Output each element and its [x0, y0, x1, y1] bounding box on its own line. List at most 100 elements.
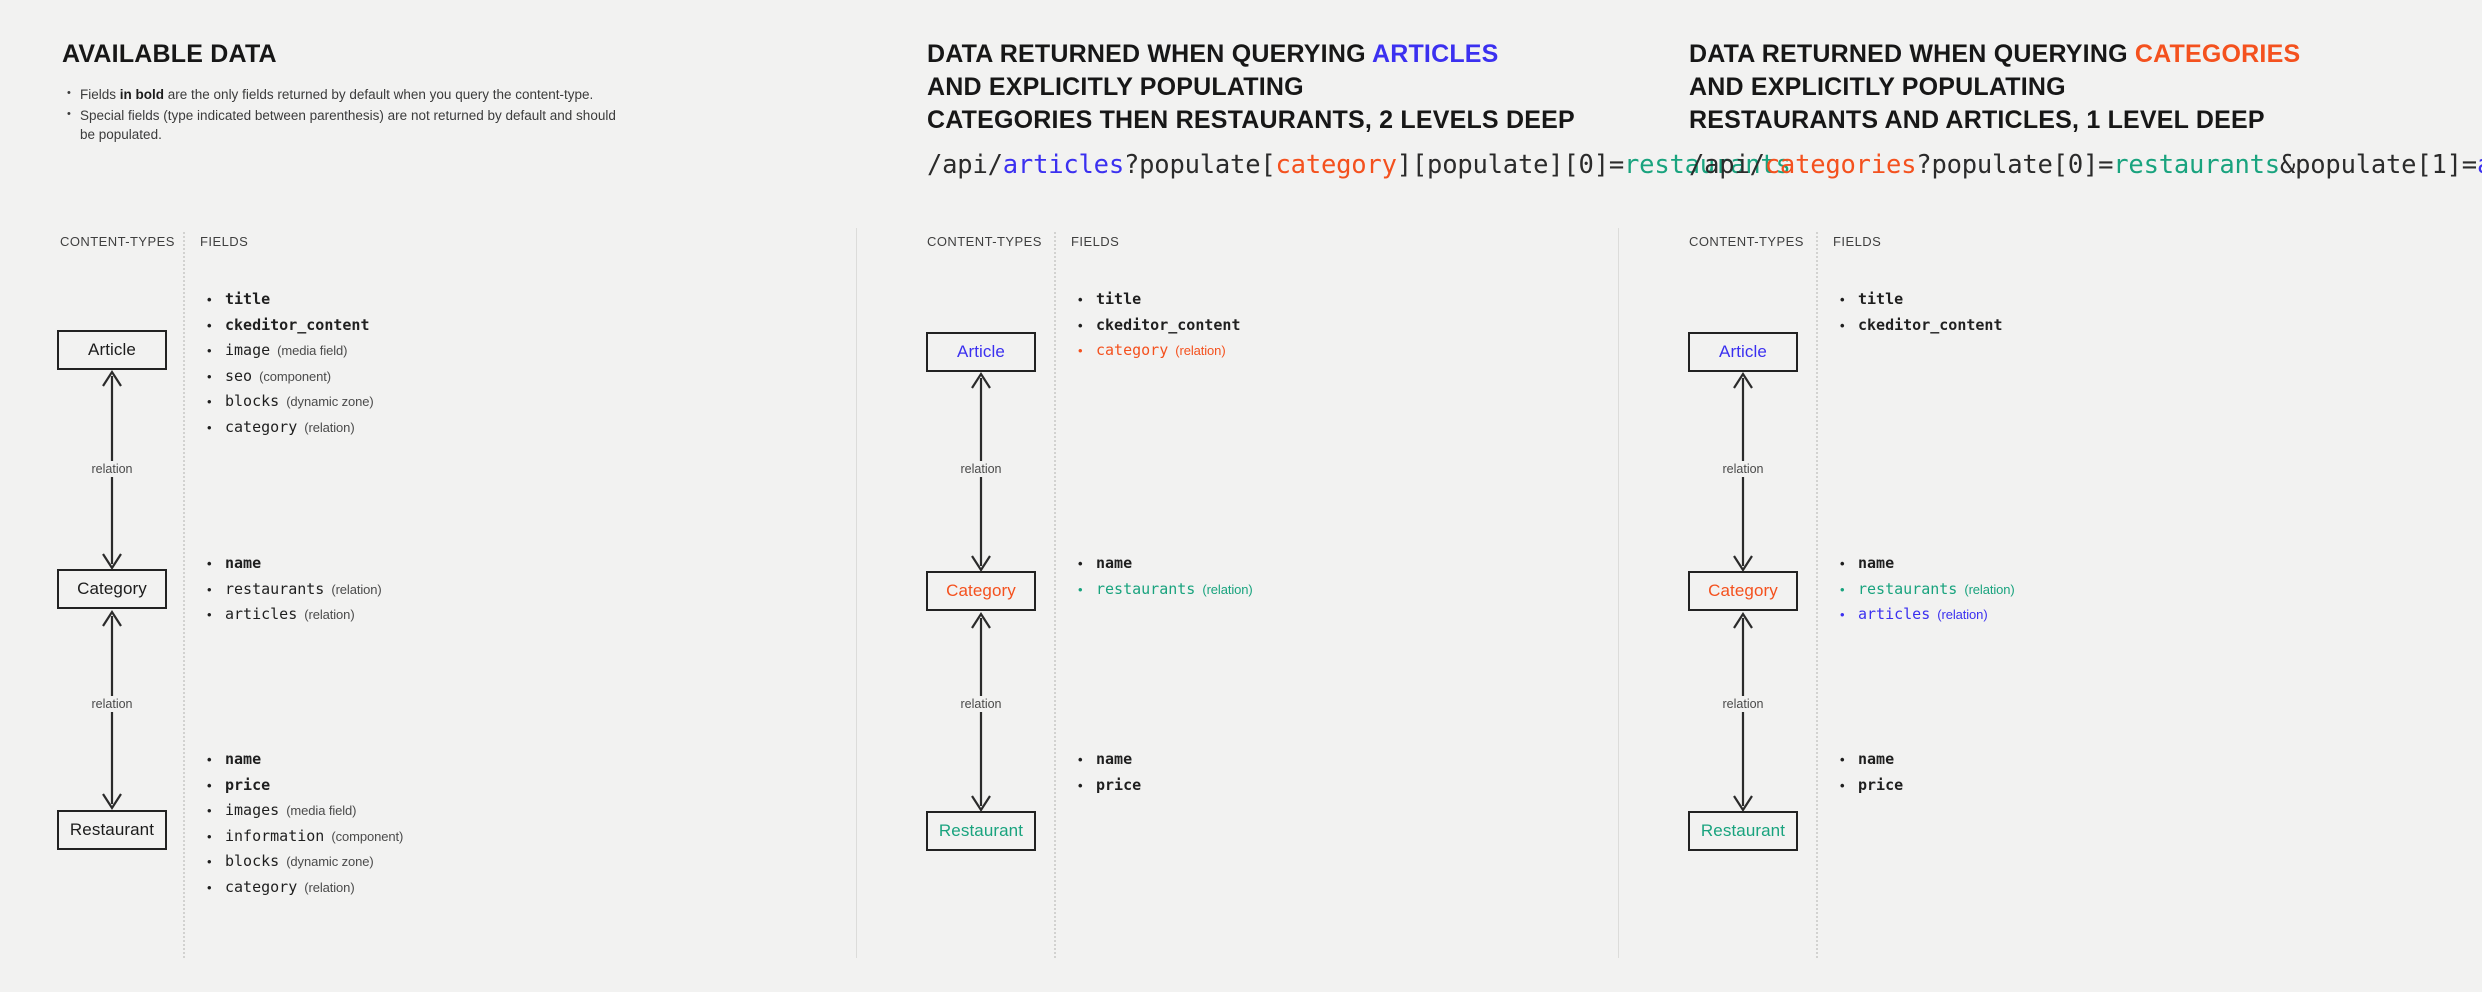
- panel-1-notes: Fields in bold are the only fields retur…: [62, 84, 622, 146]
- fields-group-category: name restaurants(relation) articles(rela…: [205, 551, 382, 628]
- panel-3-heading: DATA RETURNED WHEN QUERYING CATEGORIES A…: [1689, 38, 2300, 137]
- entity-box-category[interactable]: Category: [1688, 571, 1798, 611]
- field-row: category(relation): [205, 875, 403, 901]
- panel-2-heading: DATA RETURNED WHEN QUERYING ARTICLES AND…: [927, 38, 1575, 137]
- panel-1-heading: AVAILABLE DATA: [62, 38, 277, 71]
- inner-dotted-divider: [1816, 232, 1818, 958]
- fields-group-category: name restaurants(relation) articles(rela…: [1838, 551, 2015, 628]
- entity-label: Category: [946, 581, 1016, 600]
- field-row: name: [1076, 747, 1141, 773]
- field-row: articles(relation): [1838, 602, 2015, 628]
- inner-dotted-divider: [183, 232, 185, 958]
- field-row: title: [1838, 287, 2003, 313]
- relation-label: relation: [86, 461, 138, 477]
- field-row: restaurants(relation): [205, 577, 382, 603]
- field-row: seo(component): [205, 364, 374, 390]
- fields-group-article: title ckeditor_content: [1838, 287, 2003, 338]
- entity-box-article[interactable]: Article: [57, 330, 167, 370]
- field-row: name: [1838, 551, 2015, 577]
- field-row: articles(relation): [205, 602, 382, 628]
- field-type-annotation: (component): [331, 828, 404, 844]
- entity-box-category[interactable]: Category: [926, 571, 1036, 611]
- relation-label: relation: [1717, 696, 1769, 712]
- field-row: images(media field): [205, 798, 403, 824]
- panel-2-heading-line-1: DATA RETURNED WHEN QUERYING ARTICLES: [927, 40, 1499, 68]
- field-type-annotation: (relation): [304, 879, 355, 895]
- panel-3-heading-line-2: AND EXPLICITLY POPULATING: [1689, 73, 2066, 101]
- field-type-annotation: (relation): [1937, 607, 1988, 622]
- panel-1-heading-line-1: AVAILABLE DATA: [62, 40, 277, 68]
- field-row: blocks(dynamic zone): [205, 849, 403, 875]
- field-row: restaurants(relation): [1838, 577, 2015, 603]
- entity-label: Article: [1719, 342, 1767, 361]
- panel-divider-1: [856, 228, 857, 958]
- panel-query-categories: DATA RETURNED WHEN QUERYING CATEGORIES A…: [1618, 0, 2482, 992]
- api-url-articles[interactable]: /api/articles?populate[category][populat…: [927, 150, 1791, 180]
- fields-group-restaurant: name price: [1076, 747, 1141, 798]
- entity-box-article[interactable]: Article: [1688, 332, 1798, 372]
- field-type-annotation: (relation): [331, 581, 382, 597]
- entity-label: Restaurant: [69, 820, 155, 839]
- entity-label: Category: [1708, 581, 1778, 600]
- col-label-content-types: CONTENT-TYPES: [60, 234, 175, 249]
- fields-group-article: title ckeditor_content image(media field…: [205, 287, 374, 440]
- note-item: Special fields (type indicated between p…: [67, 105, 622, 144]
- note-bold: in bold: [119, 87, 165, 102]
- api-url-categories[interactable]: /api/categories?populate[0]=restaurants&…: [1689, 150, 2482, 180]
- relation-label: relation: [86, 696, 138, 712]
- relation-label: relation: [1717, 461, 1769, 477]
- relation-arrow-category-restaurant: [1730, 611, 1756, 813]
- fields-group-restaurant: name price: [1838, 747, 1903, 798]
- panel-query-articles: DATA RETURNED WHEN QUERYING ARTICLES AND…: [856, 0, 1791, 992]
- heading-accent: CATEGORIES: [2134, 40, 2301, 68]
- fields-group-article: title ckeditor_content category(relation…: [1076, 287, 1241, 364]
- field-row: name: [1076, 551, 1253, 577]
- field-type-annotation: (relation): [304, 419, 355, 435]
- note-item: Fields in bold are the only fields retur…: [67, 84, 622, 104]
- panel-3-heading-line-1: DATA RETURNED WHEN QUERYING CATEGORIES: [1689, 40, 2301, 68]
- panel-available-data: AVAILABLE DATA Fields in bold are the on…: [0, 0, 856, 992]
- col-label-fields: FIELDS: [1833, 234, 1882, 249]
- entity-label: Restaurant: [938, 821, 1024, 840]
- field-type-annotation: (media field): [277, 343, 348, 358]
- field-row: price: [1838, 773, 1903, 799]
- inner-dotted-divider: [1054, 232, 1056, 958]
- panel-divider-2: [1618, 228, 1619, 958]
- field-row: name: [205, 551, 382, 577]
- entity-label: Article: [88, 340, 136, 359]
- field-type-annotation: (relation): [304, 607, 355, 622]
- field-row: title: [205, 287, 374, 313]
- field-type-annotation: (dynamic zone): [286, 394, 374, 409]
- field-type-annotation: (media field): [286, 803, 357, 818]
- field-type-annotation: (dynamic zone): [286, 854, 374, 869]
- relation-label: relation: [955, 696, 1007, 712]
- fields-group-category: name restaurants(relation): [1076, 551, 1253, 602]
- field-row: price: [205, 773, 403, 799]
- field-row: blocks(dynamic zone): [205, 389, 374, 415]
- panel-2-heading-line-3: CATEGORIES THEN RESTAURANTS, 2 LEVELS DE…: [927, 106, 1575, 134]
- entity-box-restaurant[interactable]: Restaurant: [926, 811, 1036, 851]
- panel-2-heading-line-2: AND EXPLICITLY POPULATING: [927, 73, 1304, 101]
- field-row: category(relation): [205, 415, 374, 441]
- field-row: image(media field): [205, 338, 374, 364]
- field-row: ckeditor_content: [1076, 313, 1241, 339]
- col-label-fields: FIELDS: [1071, 234, 1120, 249]
- entity-box-restaurant[interactable]: Restaurant: [57, 810, 167, 850]
- relation-arrow-category-restaurant: [968, 611, 994, 813]
- field-type-annotation: (component): [259, 368, 331, 384]
- panel-3-heading-line-3: RESTAURANTS AND ARTICLES, 1 LEVEL DEEP: [1689, 106, 2265, 134]
- field-type-annotation: (relation): [1202, 581, 1253, 597]
- field-row: information(component): [205, 824, 403, 850]
- field-row: ckeditor_content: [1838, 313, 2003, 339]
- entity-label: Article: [957, 342, 1005, 361]
- field-row: ckeditor_content: [205, 313, 374, 339]
- fields-group-restaurant: name price images(media field) informati…: [205, 747, 403, 900]
- entity-box-article[interactable]: Article: [926, 332, 1036, 372]
- col-label-content-types: CONTENT-TYPES: [927, 234, 1042, 249]
- field-row: price: [1076, 773, 1141, 799]
- entity-box-category[interactable]: Category: [57, 569, 167, 609]
- field-type-annotation: (relation): [1175, 343, 1226, 358]
- field-row: category(relation): [1076, 338, 1241, 364]
- entity-box-restaurant[interactable]: Restaurant: [1688, 811, 1798, 851]
